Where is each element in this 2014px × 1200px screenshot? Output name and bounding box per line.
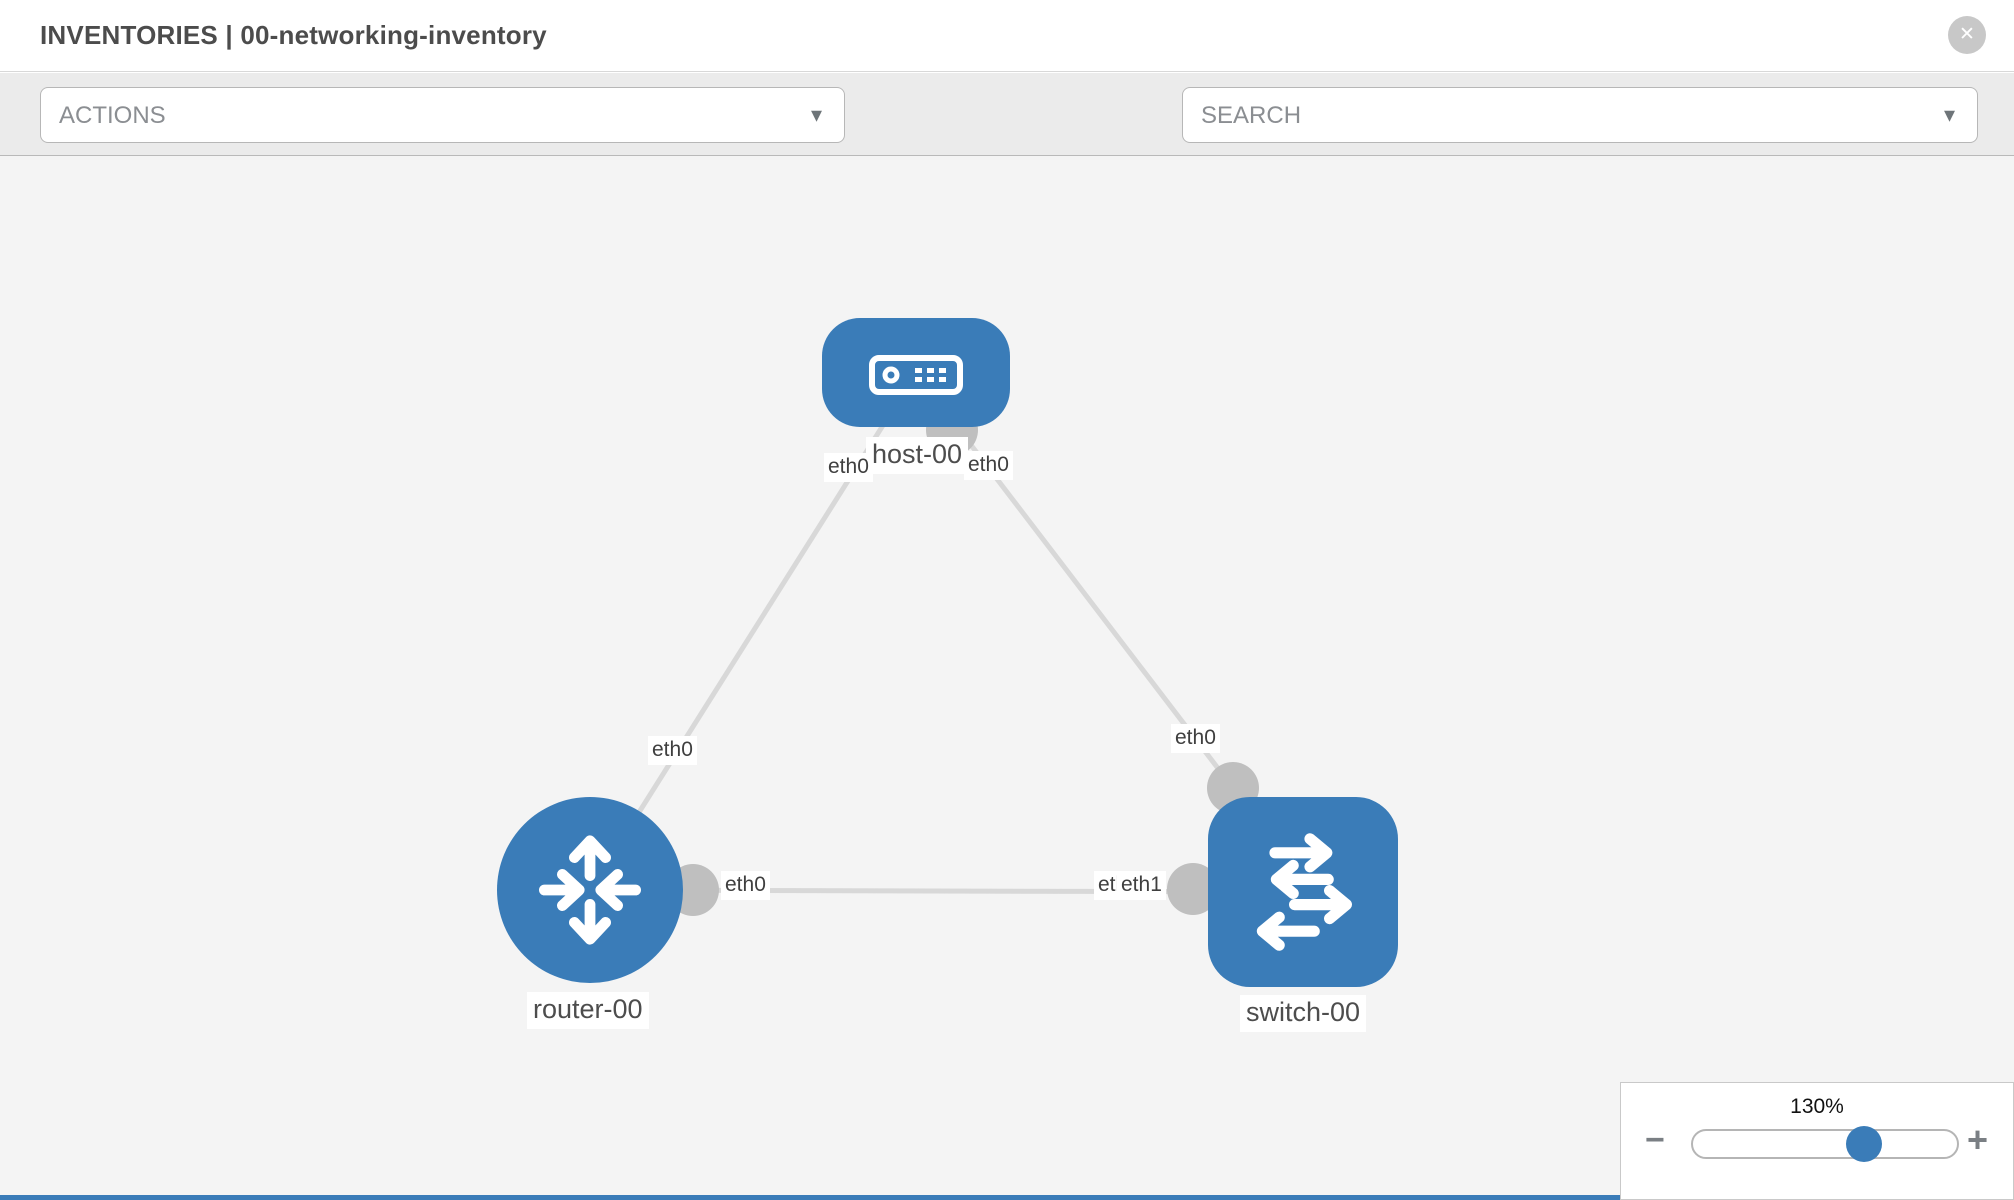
search-dropdown[interactable]: SEARCH ▾ [1182,87,1978,143]
port-label-eth1: eth1 [1117,871,1166,900]
bottom-accent-strip [0,1195,2014,1200]
zoom-control-panel: 130% − + [1620,1082,2014,1200]
node-host-00[interactable] [822,318,1010,427]
port-label-eth0: eth0 [964,451,1013,480]
port-label-eth0: eth0 [824,453,873,482]
chevron-down-icon: ▾ [810,102,822,127]
node-switch-00[interactable] [1208,797,1398,987]
node-label-router: router-00 [527,992,649,1029]
page-title-section: INVENTORIES [40,20,218,50]
zoom-slider-track[interactable] [1691,1129,1959,1159]
zoom-in-button[interactable]: + [1967,1119,1989,1160]
chevron-down-icon: ▾ [1943,102,1955,127]
interface-dot-switch-left [1167,863,1219,915]
close-icon[interactable]: ✕ [1948,16,1986,54]
search-dropdown-label: SEARCH [1201,102,1302,129]
host-icon [869,355,963,395]
switch-icon [1256,833,1352,951]
page-title-separator: | [217,20,241,50]
zoom-out-button[interactable]: − [1645,1121,1665,1159]
router-icon [539,835,641,945]
port-label-eth0: eth0 [648,736,697,765]
app-header: INVENTORIES | 00-networking-inventory ✕ [0,0,2014,72]
topology-canvas[interactable]: host-00 router-00 switch-00 eth0 eth0 et… [0,156,2014,1200]
inventory-name: 00-networking-inventory [240,20,547,50]
zoom-slider-handle[interactable] [1846,1126,1882,1162]
node-label-switch: switch-00 [1240,995,1367,1032]
toolbar: ACTIONS ▾ SEARCH ▾ [0,73,2014,202]
topology-graph [587,371,1304,916]
page-title: INVENTORIES | 00-networking-inventory [40,20,547,51]
node-router-00[interactable] [497,797,683,983]
port-label-eth0: eth0 [1171,724,1220,753]
zoom-level-value: 130% [1790,1095,1844,1118]
actions-dropdown-label: ACTIONS [59,102,166,129]
node-label-host: host-00 [866,437,969,474]
port-label-eth0: eth0 [721,871,770,900]
actions-dropdown[interactable]: ACTIONS ▾ [40,87,845,143]
